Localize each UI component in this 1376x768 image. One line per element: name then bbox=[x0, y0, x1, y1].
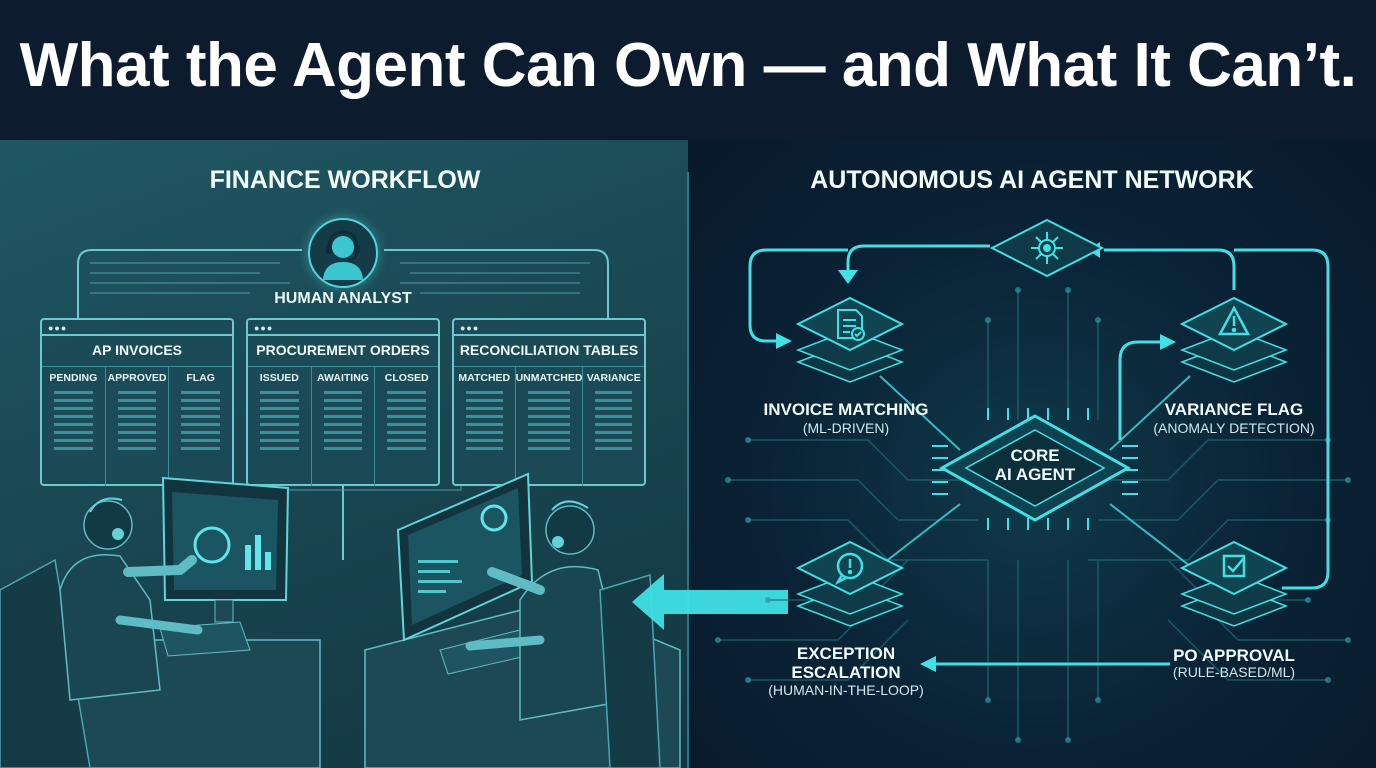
document-check-icon bbox=[837, 309, 865, 341]
exception-escalation-node bbox=[795, 540, 905, 627]
ap-invoices-card: ●●● AP INVOICES PENDING APPROVED FLAG bbox=[40, 318, 234, 486]
invoice-matching-sub: (ML-DRIVEN) bbox=[802, 420, 890, 436]
human-analyst-avatar bbox=[308, 218, 378, 288]
core-ai-agent-chip bbox=[932, 408, 1138, 530]
panel-divider bbox=[687, 172, 689, 768]
column-header: APPROVED bbox=[107, 372, 167, 384]
column-header: MATCHED bbox=[458, 372, 511, 384]
core-ai-agent-label: CORE AI AGENT bbox=[968, 446, 1102, 484]
network-hub-icon bbox=[1031, 232, 1063, 264]
column-header: AWAITING bbox=[317, 372, 369, 384]
po-approval-sub: (RULE-BASED/ML) bbox=[1172, 664, 1296, 680]
variance-flag-label: VARIANCE FLAG bbox=[1164, 400, 1304, 419]
card-title: AP INVOICES bbox=[92, 342, 182, 358]
checkbox-icon bbox=[1222, 554, 1246, 578]
alert-bubble-icon bbox=[834, 552, 864, 585]
warning-triangle-icon bbox=[1217, 305, 1251, 336]
variance-flag-node bbox=[1179, 296, 1289, 383]
column-header: CLOSED bbox=[384, 372, 429, 384]
invoice-matching-node bbox=[795, 296, 905, 383]
header-banner: What the Agent Can Own — and What It Can… bbox=[0, 0, 1376, 140]
exception-escalation-sub: (HUMAN-IN-THE-LOOP) bbox=[768, 682, 924, 698]
exception-line1: EXCEPTION bbox=[796, 644, 896, 663]
core-line2: AI AGENT bbox=[994, 465, 1076, 484]
invoice-matching-label: INVOICE MATCHING bbox=[763, 400, 929, 419]
right-analyst-figure bbox=[465, 500, 661, 768]
left-analyst-figure bbox=[59, 497, 203, 701]
analyst-workstations-illustration bbox=[0, 472, 681, 768]
column-header: PENDING bbox=[49, 372, 98, 384]
exception-escalation-label: EXCEPTION ESCALATION bbox=[756, 644, 936, 682]
variance-flag-sub: (ANOMALY DETECTION) bbox=[1153, 420, 1315, 436]
po-approval-label: PO APPROVAL bbox=[1173, 646, 1295, 665]
left-monitor bbox=[159, 476, 290, 657]
column-header: ISSUED bbox=[259, 372, 299, 384]
card-titlebar: ●●● bbox=[248, 320, 438, 336]
finance-workflow-heading: FINANCE WORKFLOW bbox=[209, 166, 481, 194]
human-analyst-label: HUMAN ANALYST bbox=[274, 290, 412, 307]
po-approval-node bbox=[1179, 540, 1289, 627]
procurement-orders-card: ●●● PROCUREMENT ORDERS ISSUED AWAITING C… bbox=[246, 318, 440, 486]
headset-user-icon bbox=[323, 230, 363, 280]
card-title: PROCUREMENT ORDERS bbox=[256, 342, 430, 358]
column-header: VARIANCE bbox=[586, 372, 641, 384]
workflow-connectors bbox=[77, 249, 609, 560]
network-hub-node bbox=[989, 218, 1105, 278]
core-line1: CORE bbox=[1010, 446, 1060, 465]
ai-network-heading: AUTONOMOUS AI AGENT NETWORK bbox=[810, 166, 1254, 194]
column-header: FLAG bbox=[186, 372, 215, 384]
page-title: What the Agent Can Own — and What It Can… bbox=[19, 31, 1357, 100]
column-header: UNMATCHED bbox=[515, 372, 583, 384]
exception-line2: ESCALATION bbox=[791, 663, 901, 682]
reconciliation-tables-card: ●●● RECONCILIATION TABLES MATCHED UNMATC… bbox=[452, 318, 646, 486]
card-titlebar: ●●● bbox=[42, 320, 232, 336]
card-title: RECONCILIATION TABLES bbox=[459, 342, 639, 358]
card-titlebar: ●●● bbox=[454, 320, 644, 336]
